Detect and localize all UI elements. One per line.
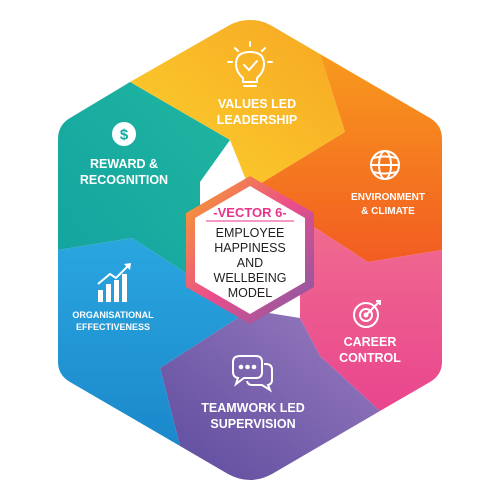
label-reward-recognition: REWARD & RECOGNITION <box>80 157 168 187</box>
label-career-line-1: CAREER <box>344 335 397 349</box>
dollar-coin-icon: $ <box>112 122 136 146</box>
label-organisational-effectiveness: ORGANISATIONAL EFFECTIVENESS <box>72 310 154 332</box>
lightbulb-icon <box>227 41 273 87</box>
vector-label: -VECTOR 6- <box>213 205 286 220</box>
label-values-line-2: LEADERSHIP <box>217 113 298 127</box>
label-reward-line-1: REWARD & <box>90 157 158 171</box>
center-title-line-2: HAPPINESS <box>214 241 286 255</box>
label-career-control: CAREER CONTROL <box>339 335 401 365</box>
bar-chart-icon <box>97 263 131 302</box>
segment-values-led-leadership <box>130 20 345 190</box>
label-environment-line-1: ENVIRONMENT <box>351 192 425 203</box>
label-environment-climate: ENVIRONMENT & CLIMATE <box>351 192 425 217</box>
label-values-line-1: VALUES LED <box>218 97 296 111</box>
center-hexagon-fill <box>195 186 305 314</box>
center-title-line-3: AND <box>237 256 263 270</box>
label-organisational-line-1: ORGANISATIONAL <box>72 310 154 320</box>
center-title-line-5: MODEL <box>228 286 273 300</box>
label-reward-line-2: RECOGNITION <box>80 173 168 187</box>
center-title-line-1: EMPLOYEE <box>216 226 285 240</box>
segment-teamwork-led-supervision <box>160 310 380 480</box>
label-teamwork-line-1: TEAMWORK LED <box>201 401 304 415</box>
target-icon <box>353 300 381 328</box>
svg-text:$: $ <box>120 127 129 144</box>
center-hexagon: -VECTOR 6- EMPLOYEE HAPPINESS AND WELLBE… <box>186 176 314 324</box>
speech-bubbles-icon <box>232 355 273 393</box>
center-title-line-4: WELLBEING <box>214 271 287 285</box>
label-environment-line-2: & CLIMATE <box>361 206 415 217</box>
globe-icon <box>370 150 400 180</box>
label-career-line-2: CONTROL <box>339 351 401 365</box>
label-organisational-line-2: EFFECTIVENESS <box>76 322 150 332</box>
label-teamwork-led-supervision: TEAMWORK LED SUPERVISION <box>201 401 304 431</box>
label-values-led-leadership: VALUES LED LEADERSHIP <box>217 97 298 127</box>
label-teamwork-line-2: SUPERVISION <box>210 417 295 431</box>
